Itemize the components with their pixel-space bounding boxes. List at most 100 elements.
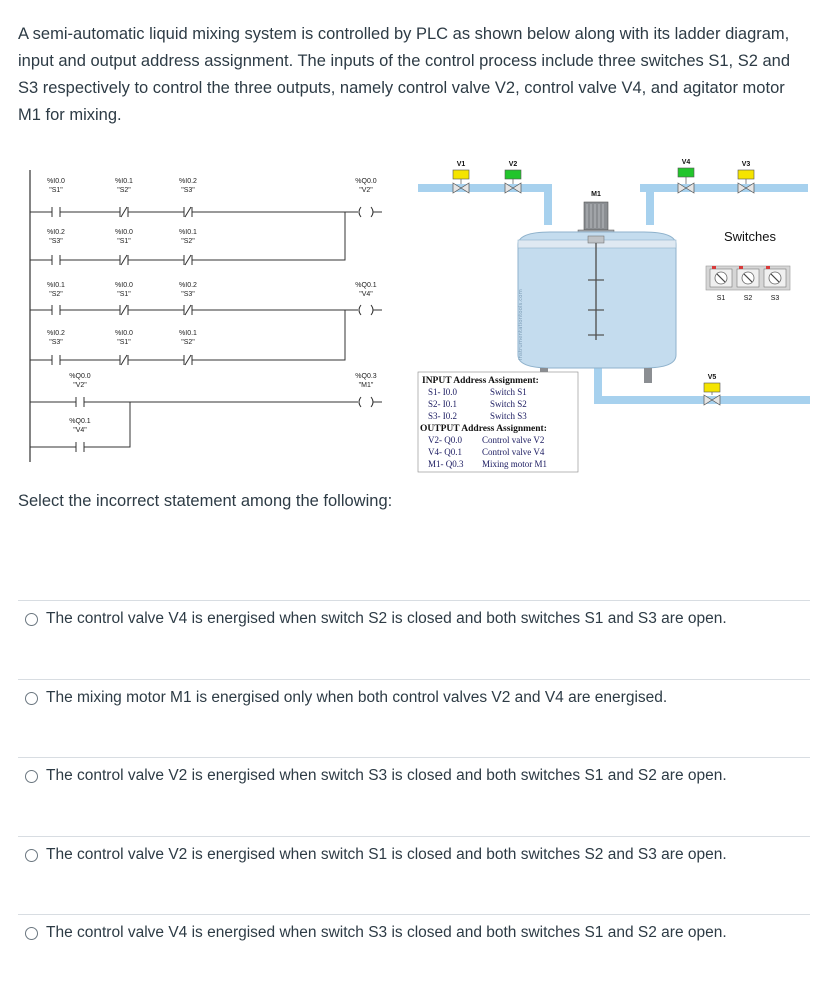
valve-v4: V4 [677,159,695,194]
rung-5: %Q0.0 "V2" %Q0.1 "V4" %Q0.3 "M1" [30,373,382,452]
valve-v4-actuator [677,167,695,178]
r3-c1-name: "S2" [49,291,63,298]
rung-2-path [30,212,346,266]
valve-v4-label: V4 [682,159,691,166]
input-2-desc: Switch S2 [490,399,527,409]
switch-panel: Switches S1 S2 [705,229,791,302]
motor-body [583,201,609,231]
valve-v2-label: V2 [509,161,518,168]
r4-c3-addr: %I0.1 [179,330,197,337]
r1-c1-name: "S1" [49,187,63,194]
r2-c3-addr: %I0.1 [179,229,197,236]
input-title: INPUT Address Assignment: [422,376,539,386]
radio-button-2[interactable] [25,692,38,705]
answer-option-5-text[interactable]: The control valve V4 is energised when s… [46,924,727,941]
answer-option-3[interactable]: The control valve V2 is energised when s… [18,757,810,835]
tank-leg-right [644,368,652,383]
coil-m1-symbol [358,396,382,408]
switch-s1: S1 [709,266,733,302]
ladder-diagram: %I0.0 "S1" %I0.1 "S2" %I0.2 "S3" %Q0.0 "… [29,170,382,462]
output-3-desc: Mixing motor M1 [482,459,547,469]
r4-c3-name: "S2" [181,339,195,346]
r5-c1-name: "V2" [73,382,87,389]
valve-v1-actuator [452,169,470,180]
input-2-addr: S2- I0.1 [428,399,457,409]
radio-button-1[interactable] [25,613,38,626]
r5-coil-addr: %Q0.3 [355,373,377,380]
answer-option-3-text[interactable]: The control valve V2 is energised when s… [46,767,727,784]
r1-c3-addr: %I0.2 [179,178,197,185]
valve-v3: V3 [737,161,755,194]
answer-option-4-text[interactable]: The control valve V2 is energised when s… [46,846,727,863]
radio-button-5[interactable] [25,927,38,940]
switch-s1-led [712,266,716,269]
process-diagram: V1 V2 V4 V3 V5 [417,159,810,473]
switch-s1-label: S1 [717,295,726,302]
switch-s3-led [766,266,770,269]
output-2-addr: V4- Q0.1 [428,447,462,457]
rung-4: %I0.2 "S3" %I0.0 "S1" %I0.1 "S2" [30,310,346,366]
pipe-left [418,184,552,225]
rung-3-path [30,304,358,316]
switch-s3: S3 [763,266,787,302]
r3-c3-addr: %I0.2 [179,282,197,289]
output-title: OUTPUT Address Assignment: [420,424,547,434]
valve-v2-body [504,179,522,194]
switch-s2-pointer [743,273,753,283]
assignment-box [417,371,579,473]
r1-c1-addr: %I0.0 [47,178,65,185]
answer-option-1-text[interactable]: The control valve V4 is energised when s… [46,610,727,627]
coil-v2-symbol [358,206,382,218]
answer-option-2[interactable]: The mixing motor M1 is energised only wh… [18,679,810,757]
plc-figure: %I0.0 "S1" %I0.1 "S2" %I0.2 "S3" %Q0.0 "… [0,150,828,485]
pipe-outlet [594,365,810,404]
answer-option-4[interactable]: The control valve V2 is energised when s… [18,836,810,914]
r2-c1-name: "S3" [49,238,63,245]
rung-2: %I0.2 "S3" %I0.0 "S1" %I0.1 "S2" [30,212,346,266]
r5-coil-name: "M1" [359,382,374,389]
input-1-desc: Switch S1 [490,387,527,397]
r2-c1-addr: %I0.2 [47,229,65,236]
r1-c3-name: "S3" [181,187,195,194]
switch-s2-led [739,266,743,269]
tank-hub [587,235,605,244]
output-1-desc: Control valve V2 [482,435,544,445]
valve-v3-label: V3 [742,161,751,168]
r5-c2-name: "V4" [73,427,87,434]
output-3-addr: M1- Q0.3 [428,459,464,469]
valve-v5-body [703,392,721,406]
switch-s3-pointer [770,273,780,283]
input-3-desc: Switch S3 [490,411,527,421]
valve-v1-label: V1 [457,161,466,168]
rung-5-path [30,397,358,452]
switch-s2: S2 [736,266,760,302]
radio-button-3[interactable] [25,770,38,783]
valve-v4-body [677,177,695,194]
radio-button-4[interactable] [25,849,38,862]
address-assignment: INPUT Address Assignment: S1- I0.0 Switc… [417,371,579,473]
r3-coil-name: "V4" [359,291,373,298]
watermark: instrumentationtools.com [518,289,524,360]
r3-c2-addr: %I0.0 [115,282,133,289]
r1-c2-name: "S2" [117,187,131,194]
agitator-blades [588,279,604,336]
r1-coil-name: "V2" [359,187,373,194]
r2-c2-name: "S1" [117,238,131,245]
r5-c2-addr: %Q0.1 [69,418,91,425]
answer-option-1[interactable]: The control valve V4 is energised when s… [18,600,810,678]
rung-1: %I0.0 "S1" %I0.1 "S2" %I0.2 "S3" %Q0.0 "… [30,178,382,218]
r4-c1-addr: %I0.2 [47,330,65,337]
pipe-right [640,184,808,225]
switch-s2-label: S2 [744,295,753,302]
r3-c1-addr: %I0.1 [47,282,65,289]
question-text: A semi-automatic liquid mixing system is… [18,25,790,124]
motor-m1-label: M1 [591,191,601,198]
r1-coil-addr: %Q0.0 [355,178,377,185]
rung-1-path [30,206,358,218]
r4-c2-name: "S1" [117,339,131,346]
valve-v1-body [452,179,470,194]
valve-v3-body [737,179,755,194]
answer-option-5[interactable]: The control valve V4 is energised when s… [18,914,810,992]
valve-v5-label: V5 [708,374,717,381]
answer-option-2-text[interactable]: The mixing motor M1 is energised only wh… [46,689,668,706]
